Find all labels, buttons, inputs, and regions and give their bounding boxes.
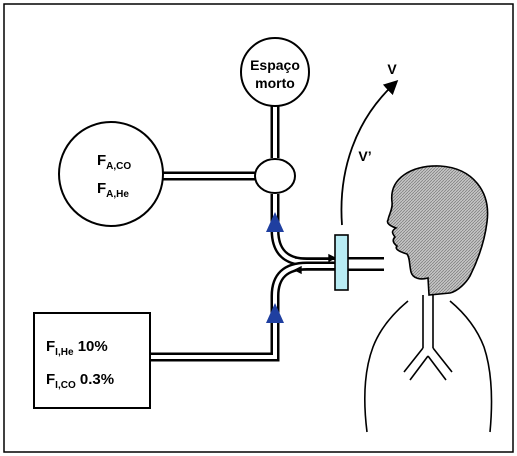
fi-he-label: FI,He 10% bbox=[46, 338, 108, 358]
tube-network bbox=[150, 102, 384, 362]
frame-border bbox=[3, 3, 514, 453]
valve-upper-icon bbox=[266, 212, 284, 232]
dead-space-label-line1: Espaço bbox=[250, 57, 300, 73]
fa-co-label: FA,CO bbox=[97, 152, 131, 172]
fi-co-label: FI,CO 0.3% bbox=[46, 371, 114, 391]
junction-valve bbox=[254, 158, 296, 194]
dead-space-label-line2: morto bbox=[255, 75, 295, 91]
dead-space-chamber: Espaço morto bbox=[240, 37, 310, 107]
v-label: V bbox=[387, 61, 397, 77]
alveolar-chamber: FA,CO FA,He bbox=[58, 121, 164, 227]
mouthpiece-filter bbox=[334, 234, 349, 291]
valve-lower-icon bbox=[266, 303, 284, 323]
expired-flow-arrow bbox=[340, 80, 399, 226]
torso-lungs-outline bbox=[363, 300, 493, 433]
human-head-icon bbox=[386, 165, 489, 296]
fa-he-label: FA,He bbox=[97, 180, 129, 200]
tube-inspired bbox=[150, 261, 335, 362]
junction-flow-arrows bbox=[293, 253, 337, 275]
trachea-icon bbox=[403, 295, 453, 381]
v-prime-label: V’ bbox=[358, 148, 371, 164]
inspired-gas-reservoir: FI,He 10% FI,CO 0.3% bbox=[33, 312, 151, 409]
